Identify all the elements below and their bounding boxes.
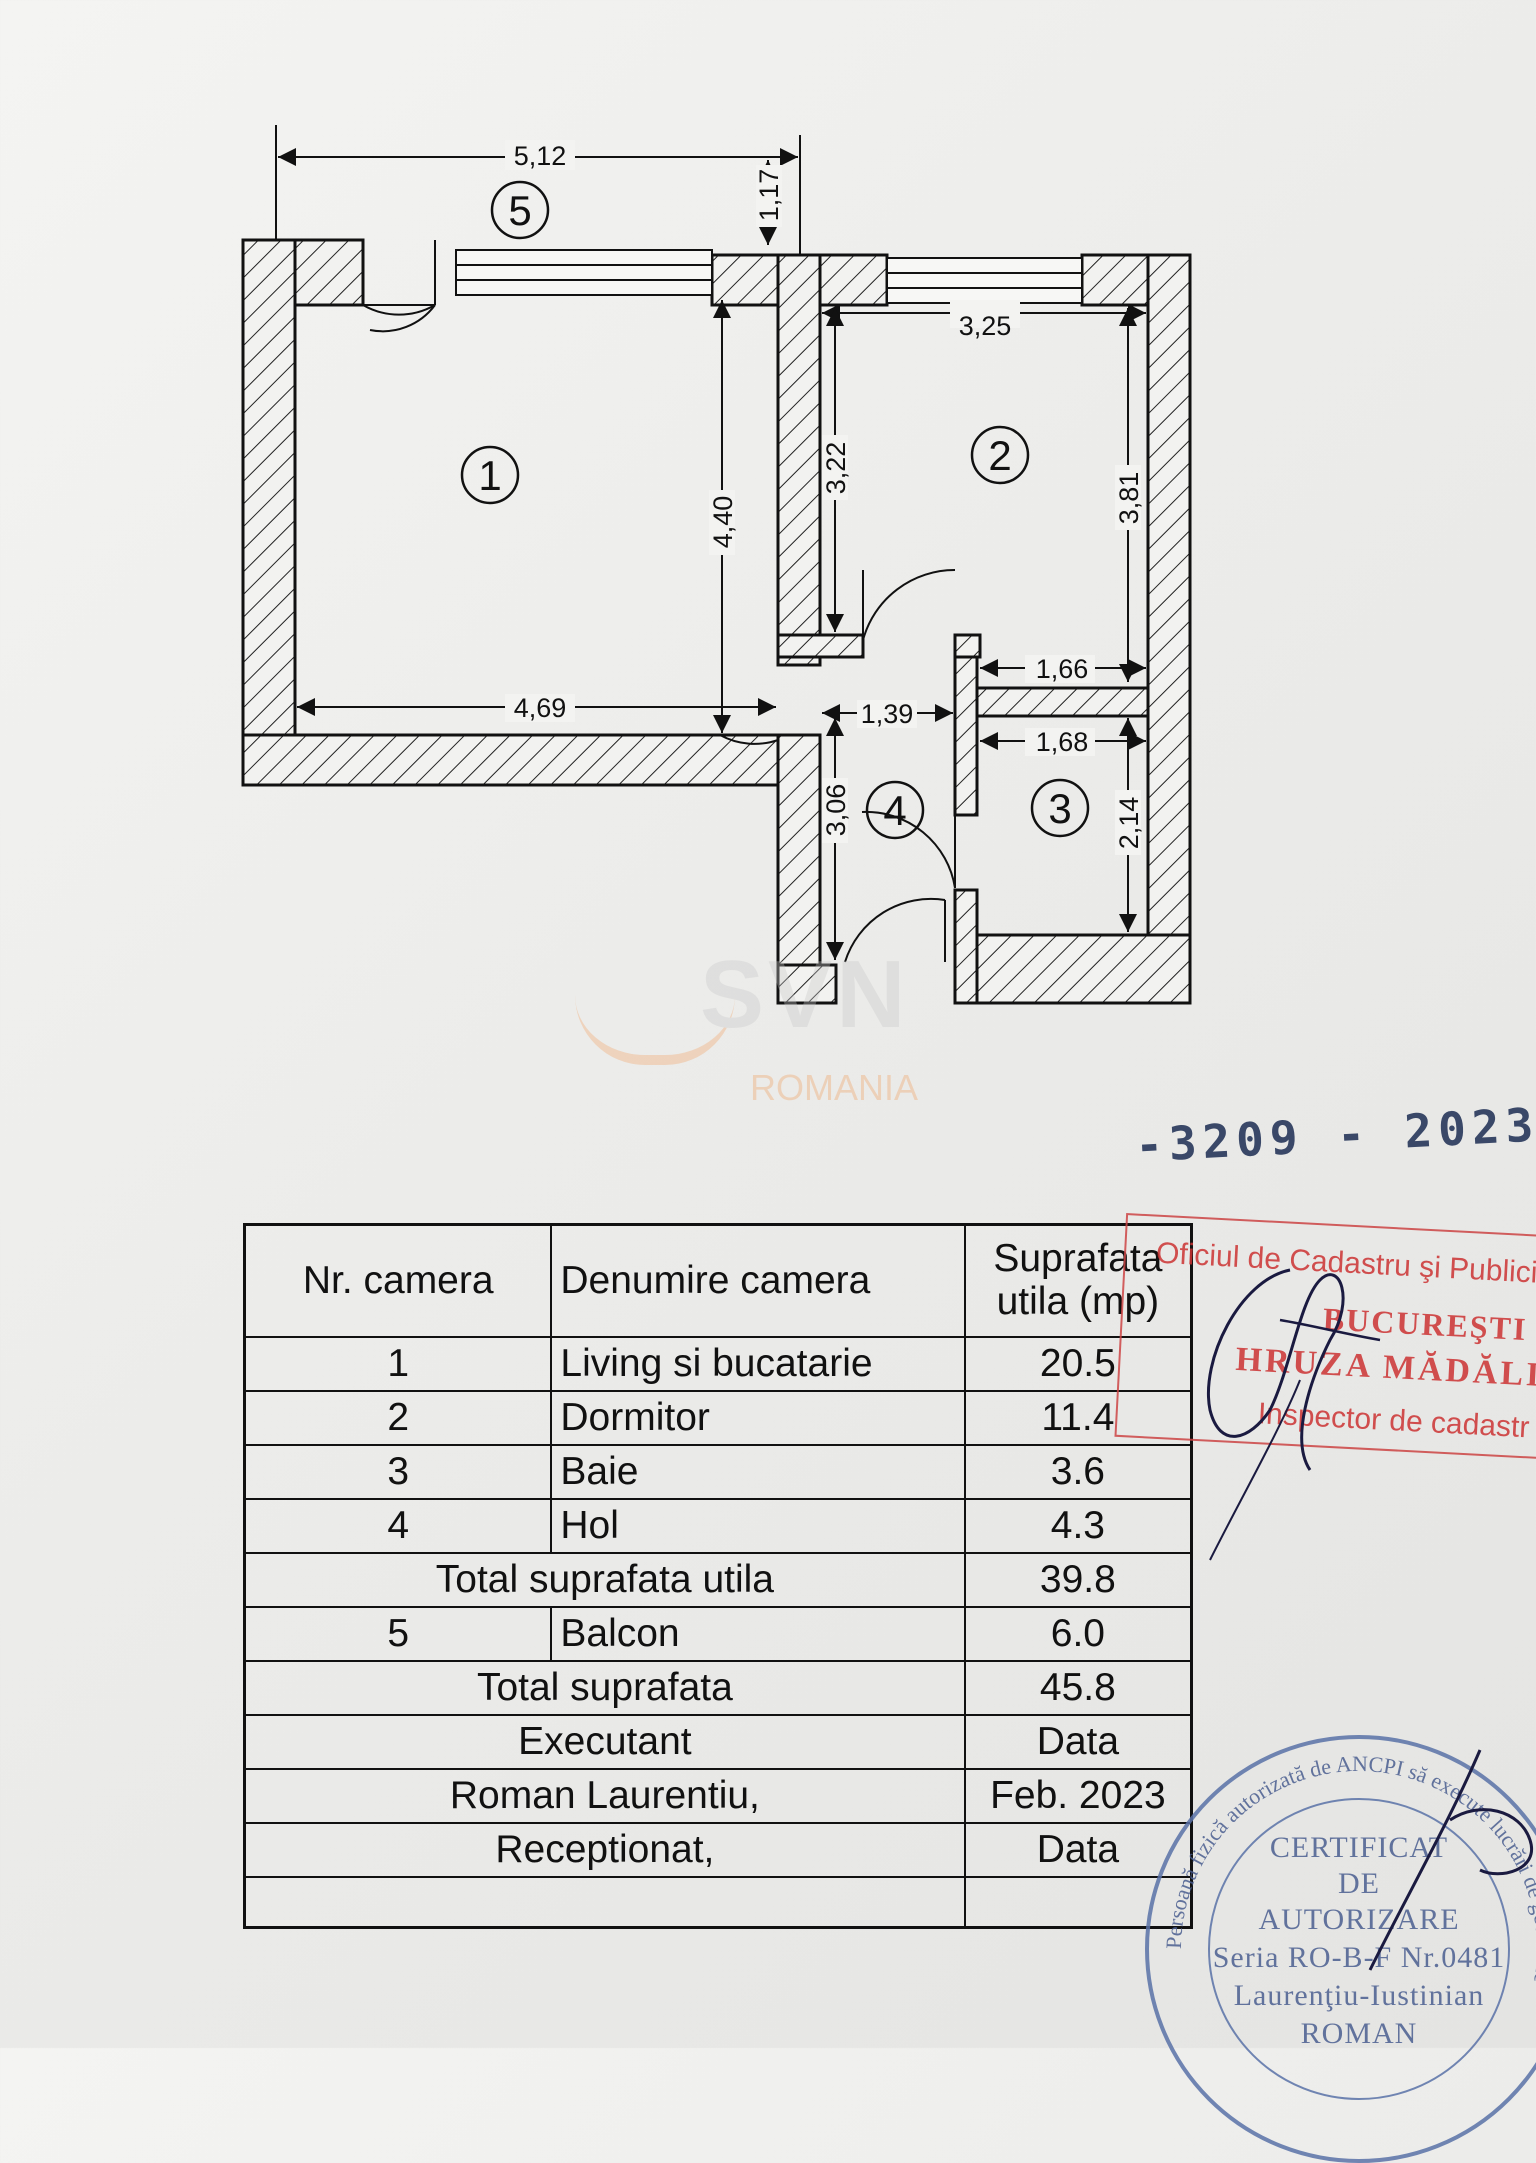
dim-room2-lower-width: 1,66 [1036,654,1089,684]
room-label-1: 1 [478,452,501,499]
dim-bath-height: 2,14 [1114,797,1144,850]
watermark-subtitle: ROMANIA [750,1067,919,1108]
room-area: 4.3 [963,1498,1193,1554]
executant-row: Roman Laurentiu, Feb. 2023 [243,1768,1193,1824]
authorization-stamp: Persoană fizică autorizată de ANCPI să e… [1145,1735,1536,2163]
handwritten-signature [1207,1268,1381,1561]
rooms-table: Nr. camera Denumire camera Suprafata uti… [243,1223,1193,1929]
received-row: Receptionat, Data [243,1822,1193,1878]
table-row: 3 Baie 3.6 [243,1444,1193,1500]
authorization-line-4: Seria RO-B-F Nr.0481 [1212,1941,1506,1974]
dim-room1-width: 4,69 [514,693,567,723]
room-nr: 2 [243,1390,553,1446]
balcony-nr: 5 [243,1606,553,1662]
room-area: 3.6 [963,1444,1193,1500]
authorization-line-1: CERTIFICAT [1269,1831,1449,1864]
balcony-area: 6.0 [963,1606,1193,1662]
header-area: Suprafata utila (mp) [963,1223,1193,1338]
handwritten-signature-2 [1368,1749,1534,1971]
header-nr: Nr. camera [243,1223,553,1338]
balcony-outline [275,125,801,255]
room-nr: 4 [243,1498,553,1554]
executant-label: Executant [243,1714,966,1770]
dim-room2-depth-right: 3,81 [1114,472,1144,525]
room-label-3: 3 [1048,785,1071,832]
authorization-line-5: Laurenţiu-Iustinian [1233,1979,1485,2012]
floor-plan: 5,12 1,17 3,25 3,22 3,81 4,40 4,69 1,39 … [241,125,1192,1005]
room-numbers [460,180,1090,840]
dim-hall-width: 1,39 [861,699,914,729]
watermark-logo: SVN [700,941,910,1048]
room-label-4: 4 [883,787,906,834]
watermark-swoosh [575,995,735,1065]
dim-balcony-width: 5,12 [514,141,567,171]
table-row: 1 Living si bucatarie 20.5 [243,1336,1193,1392]
header-name: Denumire camera [550,1223,966,1338]
dim-hall-height: 3,06 [821,784,851,837]
dim-balcony-depth: 1,17 [754,169,784,222]
total-value: 45.8 [963,1660,1193,1716]
room-name: Hol [550,1498,966,1554]
authorization-line-2: DE [1338,1867,1380,1900]
empty-row [243,1876,1193,1929]
dimension-labels: 5,12 1,17 3,25 3,22 3,81 4,40 4,69 1,39 … [505,140,1144,855]
room-nr: 1 [243,1336,553,1392]
total-row: Total suprafata 45.8 [243,1660,1193,1716]
room-nr: 3 [243,1444,553,1500]
room-name: Living si bucatarie [550,1336,966,1392]
total-useful-label: Total suprafata utila [243,1552,966,1608]
doors [362,240,956,963]
authorization-line-3: AUTORIZARE [1258,1903,1460,1936]
total-useful-row: Total suprafata utila 39.8 [243,1552,1193,1608]
authorization-stamp-ring-text: Persoană fizică autorizată de ANCPI să e… [1161,1751,1536,2100]
watermark: SVN ROMANIA [560,935,980,1115]
table-header-row: Nr. camera Denumire camera Suprafata uti… [243,1223,1193,1338]
room-label-2: 2 [988,432,1011,479]
room-name: Dormitor [550,1390,966,1446]
executant-header-row: Executant Data [243,1714,1193,1770]
registration-number: -3209 - 2023 [1133,1097,1536,1173]
dim-bath-width: 1,68 [1036,727,1089,757]
executant-name: Roman Laurentiu, [243,1768,966,1824]
room-name: Baie [550,1444,966,1500]
room-area: 11.4 [963,1390,1193,1446]
dim-room1-height: 4,40 [708,496,738,549]
empty-cell [243,1876,966,1929]
dim-room2-width: 3,25 [959,311,1012,341]
received-date-label: Data [963,1822,1193,1878]
walls [241,238,1192,1005]
total-useful-value: 39.8 [963,1552,1193,1608]
total-label: Total suprafata [243,1660,966,1716]
received-label: Receptionat, [243,1822,966,1878]
dim-room2-depth-left: 3,22 [821,442,851,495]
table-row: 2 Dormitor 11.4 [243,1390,1193,1446]
executant-date-label: Data [963,1714,1193,1770]
table-row: 4 Hol 4.3 [243,1498,1193,1554]
balcony-row: 5 Balcon 6.0 [243,1606,1193,1662]
balcony-name: Balcon [550,1606,966,1662]
authorization-line-6: ROMAN [1300,2017,1418,2050]
room-area: 20.5 [963,1336,1193,1392]
executant-date: Feb. 2023 [963,1768,1193,1824]
room-label-5: 5 [508,187,531,234]
